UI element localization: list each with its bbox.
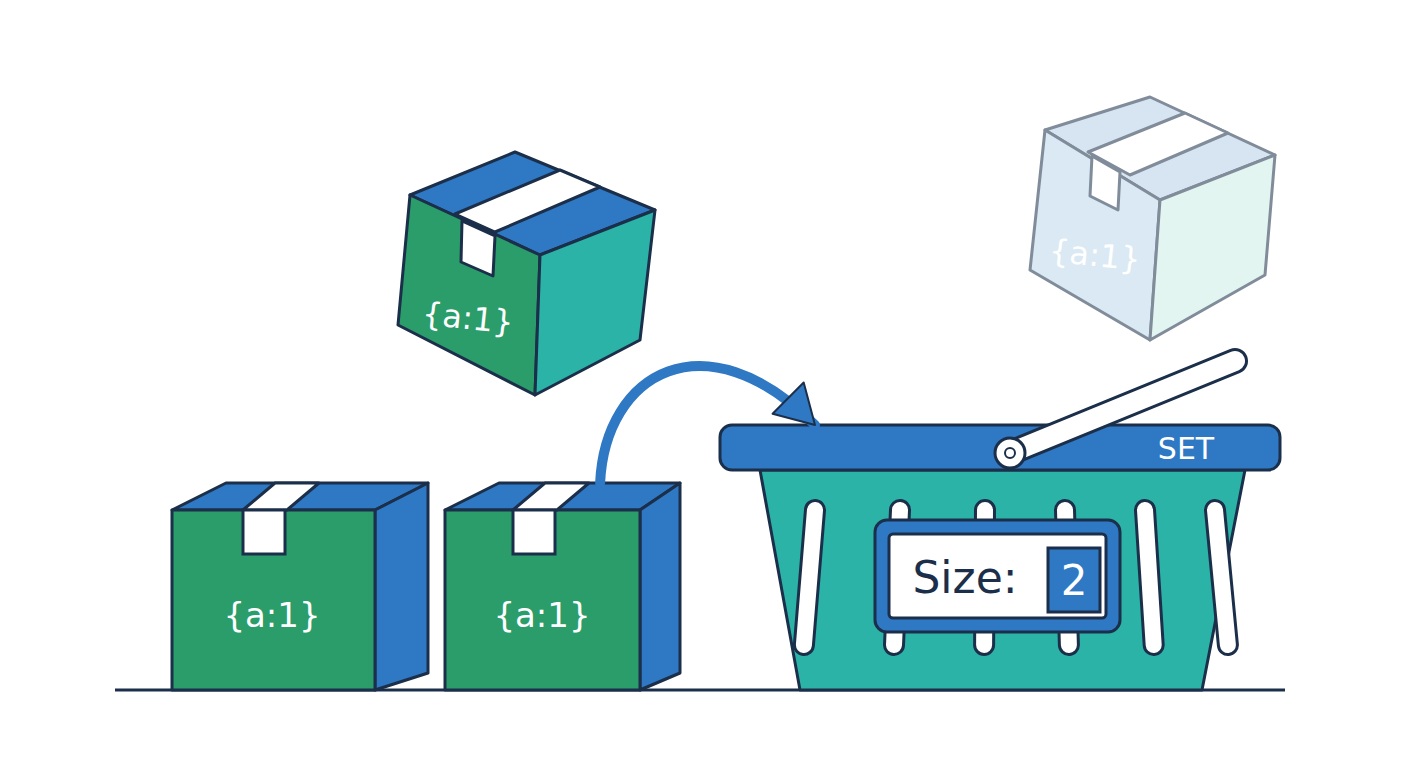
node-label: 2 xyxy=(1061,560,1088,602)
node-label: SET xyxy=(1158,434,1214,464)
node-label: {a:1} xyxy=(493,598,590,632)
ghost-box-outline xyxy=(1025,95,1277,342)
node-label: {a:1} xyxy=(1048,234,1142,275)
object-box: {a:1} xyxy=(395,148,660,398)
node-label: {a:1} xyxy=(421,297,515,338)
object-box: {a:1} xyxy=(445,483,680,690)
object-box: {a:1} xyxy=(172,483,428,690)
node-label: Size: xyxy=(912,556,1017,600)
object-box-outline xyxy=(445,483,680,690)
size-plate: Size: 2 xyxy=(875,520,1120,632)
object-box-outline xyxy=(172,483,428,690)
size-value-box: 2 xyxy=(1048,548,1100,612)
object-box-outline xyxy=(395,148,660,398)
node-label: {a:1} xyxy=(223,598,320,632)
ghost-box: {a:1} xyxy=(1025,95,1277,342)
set-basket: SET Size: 2 xyxy=(720,425,1280,690)
curved-arrow xyxy=(600,366,815,483)
